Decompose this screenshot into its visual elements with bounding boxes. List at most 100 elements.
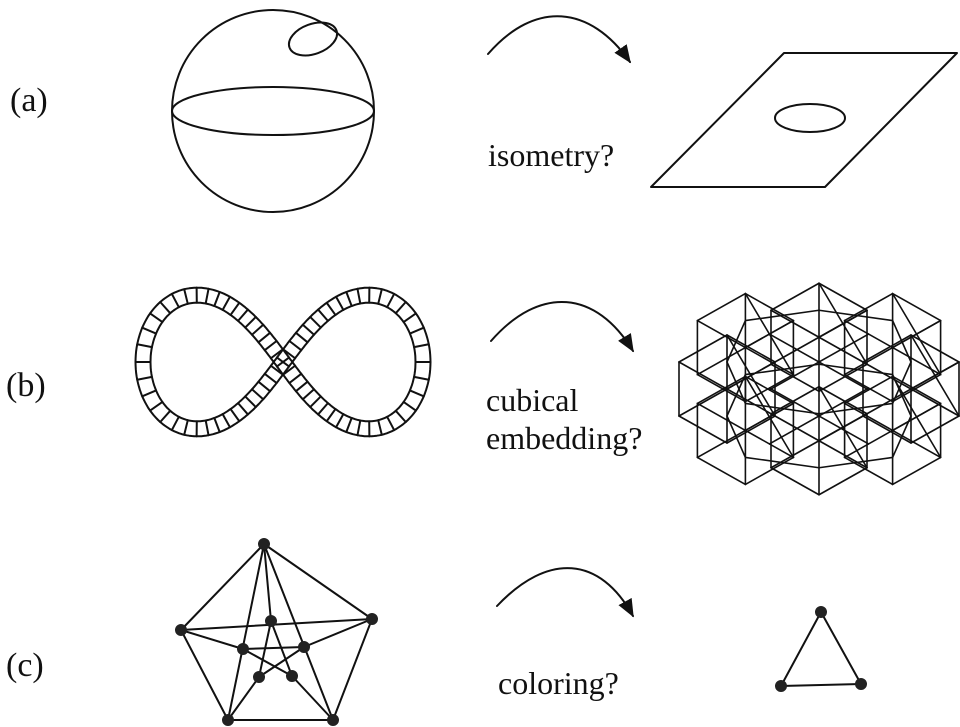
- cube-edge: [770, 282, 820, 312]
- cube-strut: [818, 309, 894, 322]
- cube-edge: [696, 319, 747, 349]
- cube-edge: [696, 402, 747, 432]
- band-rung: [275, 356, 291, 368]
- band-rung: [386, 415, 396, 432]
- cube-strut: [744, 363, 820, 376]
- band-rung: [170, 415, 180, 432]
- cube-diagonal: [726, 334, 776, 417]
- graph-edge: [263, 543, 334, 721]
- cube-edge: [910, 334, 960, 363]
- band-rung: [229, 301, 241, 316]
- cube-diagonal: [744, 375, 795, 459]
- cube-strut: [726, 319, 747, 363]
- cube-edge: [862, 334, 912, 363]
- cube-strut: [891, 415, 912, 459]
- cube-edge: [696, 373, 747, 403]
- graph-edge: [180, 618, 373, 631]
- band-rung: [221, 413, 231, 429]
- band-rung: [345, 290, 353, 308]
- cube-edge: [891, 429, 942, 459]
- arrow-a: [487, 15, 631, 64]
- caption-line: embedding?: [486, 420, 643, 456]
- band-rung: [204, 419, 210, 437]
- band-rung: [269, 364, 284, 376]
- band-rung: [394, 301, 407, 315]
- band-rung: [408, 326, 425, 335]
- band-rung: [356, 287, 362, 305]
- band-rung: [356, 419, 362, 437]
- cube-strut: [744, 402, 820, 415]
- band-rung: [335, 413, 345, 429]
- cube-edge: [744, 292, 795, 322]
- cube-edge: [744, 346, 795, 376]
- graph-edge: [303, 618, 373, 648]
- cube-strut: [891, 373, 912, 417]
- graph-edge: [263, 543, 272, 622]
- band-rung: [229, 408, 241, 423]
- graph-edge: [258, 646, 305, 678]
- graph-vertex: [815, 606, 827, 618]
- graph-edge: [180, 543, 265, 631]
- cube-edge: [891, 456, 942, 486]
- band-rung: [408, 389, 425, 398]
- cube-edge: [910, 388, 960, 417]
- cube-strut: [768, 387, 870, 445]
- graph-vertex: [327, 714, 339, 726]
- cube-edge: [696, 375, 747, 405]
- cube-diagonal: [910, 334, 960, 417]
- band-rung: [317, 308, 329, 322]
- graph-edge: [263, 543, 373, 620]
- cube-edge: [744, 456, 795, 486]
- band-rung: [309, 395, 322, 409]
- cube-edge: [891, 375, 942, 405]
- cube-diagonal: [818, 385, 868, 469]
- band-rung: [257, 380, 272, 393]
- band-rung: [335, 295, 345, 311]
- cube-strut: [818, 402, 894, 415]
- band-rung: [159, 409, 172, 423]
- cube-edge: [862, 361, 912, 390]
- band-rung: [213, 290, 221, 308]
- graph-edge: [820, 611, 862, 685]
- cube-edge: [770, 439, 820, 469]
- band-rung: [269, 348, 284, 360]
- band-rung: [149, 312, 164, 324]
- band-rung: [413, 343, 430, 349]
- cube-edge: [843, 346, 894, 376]
- cube-edge: [770, 466, 820, 496]
- graph-vertex: [222, 714, 234, 726]
- arrow-c: [496, 567, 634, 618]
- band-rung: [237, 402, 249, 416]
- cube-edge: [696, 456, 747, 486]
- band-rung: [301, 323, 316, 336]
- band-rung: [244, 315, 257, 329]
- band-rung: [250, 323, 265, 336]
- cube-edge: [818, 439, 868, 469]
- graph-edge: [180, 629, 244, 650]
- band-rung: [402, 312, 417, 324]
- cube-diagonal: [891, 292, 942, 376]
- band-rung: [250, 388, 265, 401]
- band-rung: [294, 331, 309, 344]
- cubical-complex: [678, 282, 960, 496]
- cube-edge: [770, 385, 820, 415]
- cube-strut: [891, 319, 912, 363]
- cube-strut: [818, 456, 894, 469]
- cube-edge: [726, 334, 776, 363]
- cube-edge: [726, 415, 776, 444]
- band-rung: [377, 419, 383, 436]
- band-rung: [141, 326, 158, 335]
- caption-coloring: coloring?: [498, 664, 619, 702]
- cube-edge: [678, 388, 728, 417]
- cube-strut: [726, 361, 747, 405]
- graph-vertex: [175, 624, 187, 636]
- caption-line: cubical: [486, 382, 579, 418]
- cube-edge: [696, 429, 747, 459]
- cube-edge: [818, 466, 868, 496]
- cube-edge: [843, 402, 894, 432]
- caption-isometry: isometry?: [488, 136, 614, 174]
- band-rung: [345, 416, 353, 434]
- graph-edge: [227, 543, 265, 721]
- band-rung: [282, 364, 297, 376]
